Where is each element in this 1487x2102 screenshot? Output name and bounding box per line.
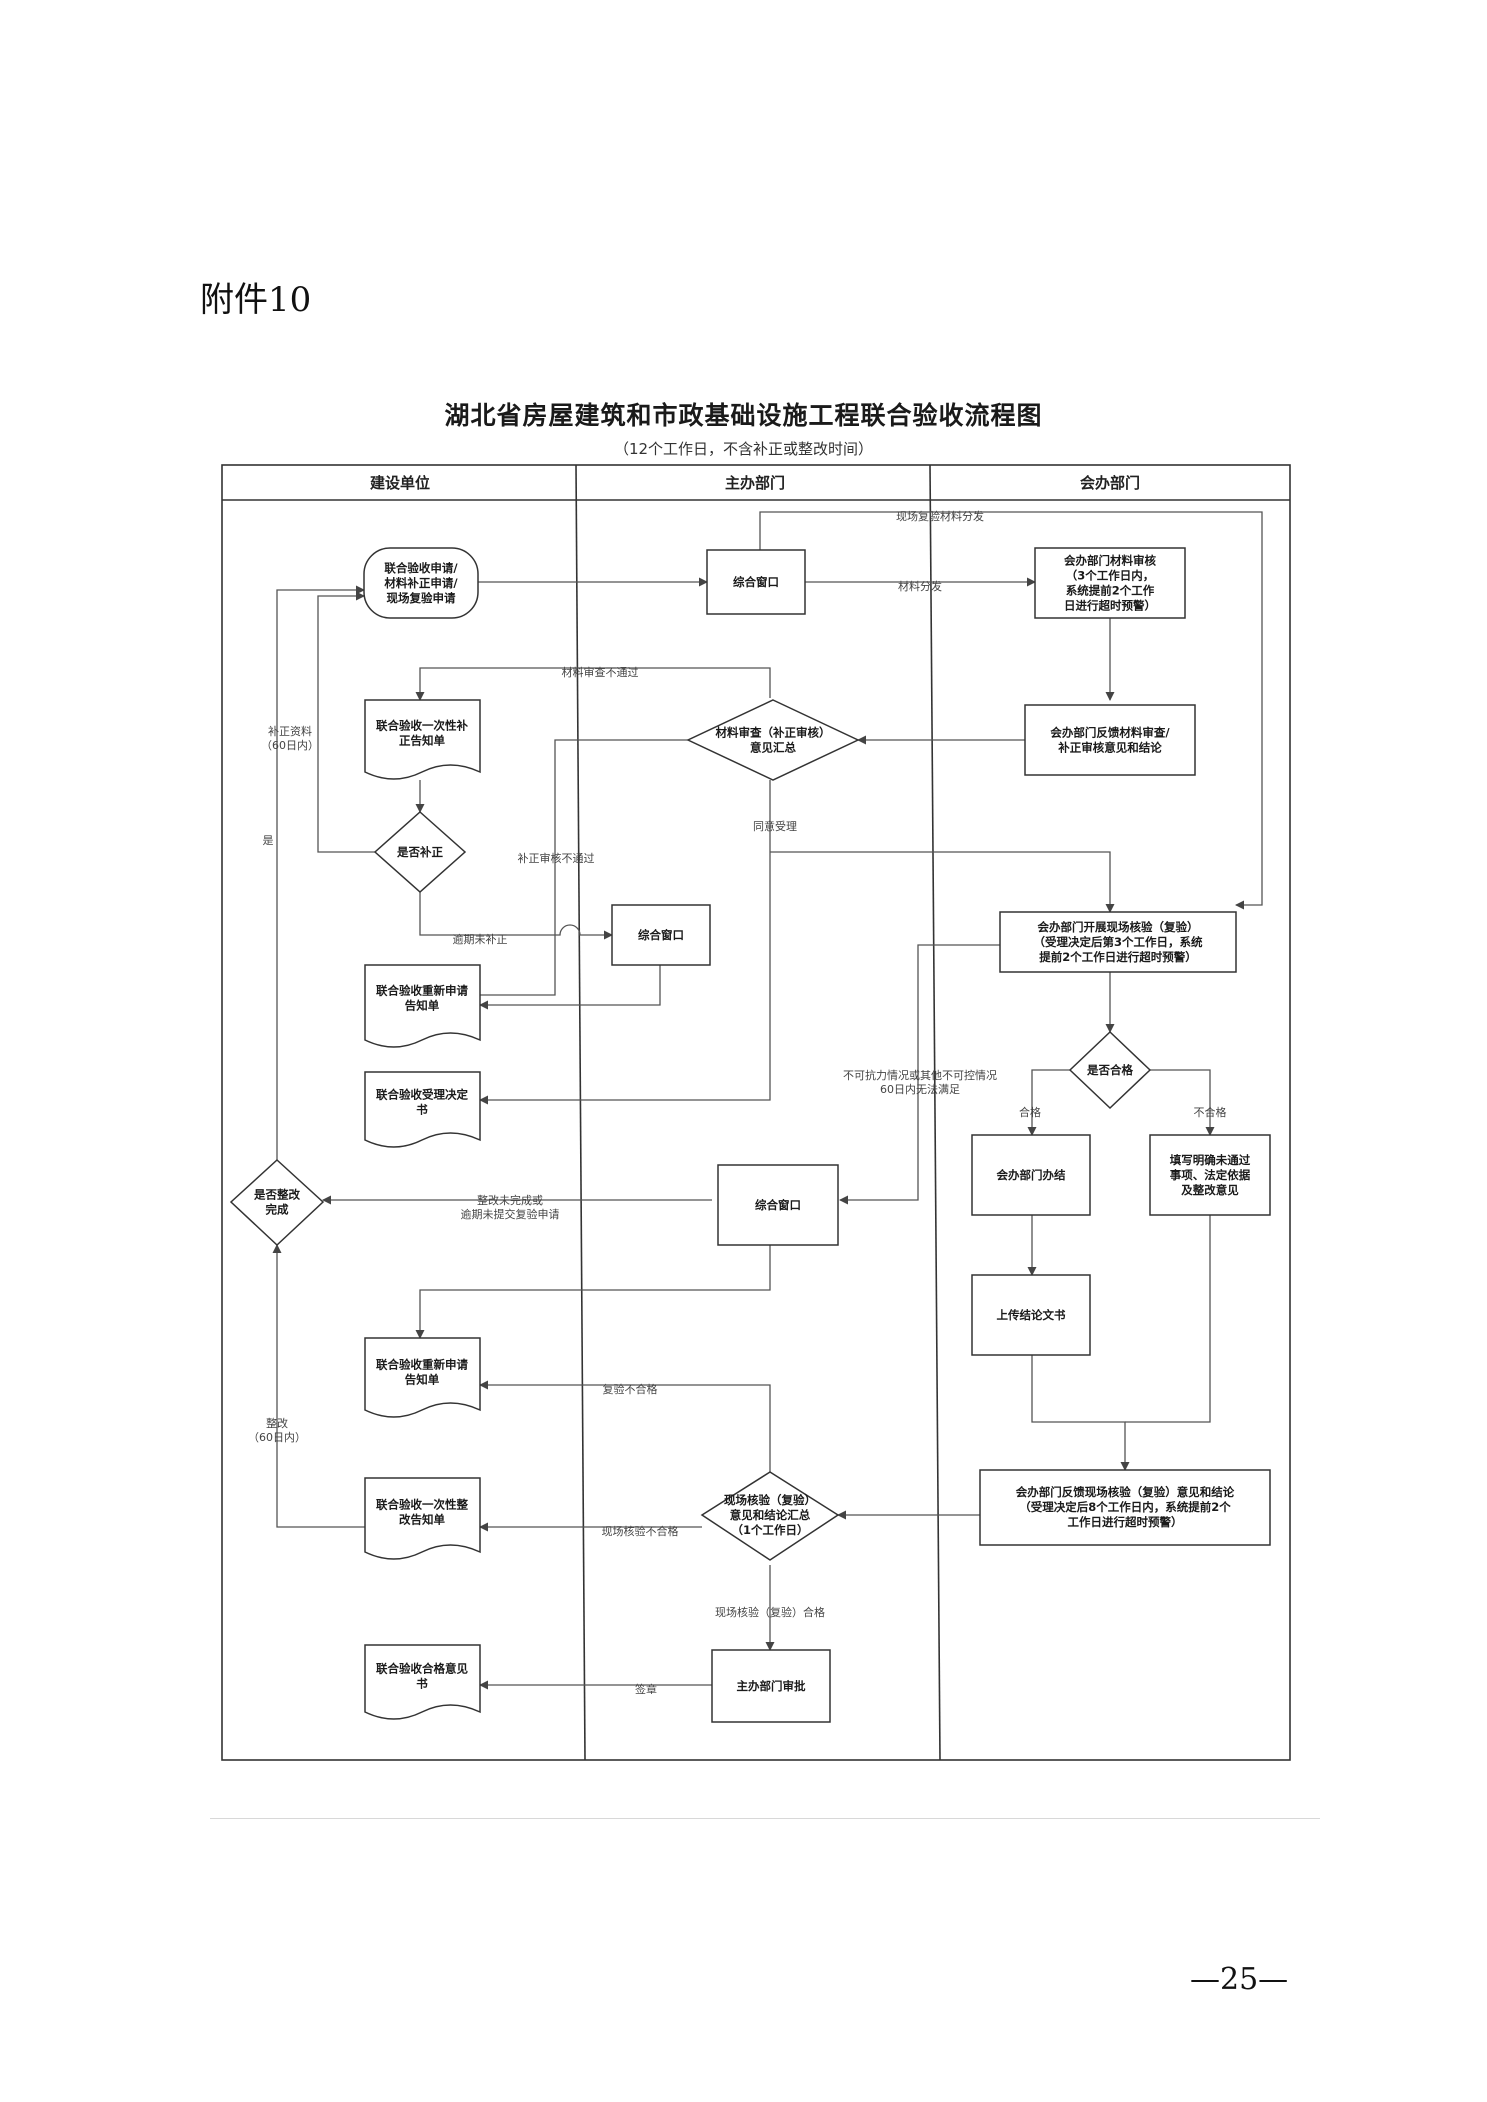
edge-window3-to-reapply — [415, 1245, 771, 1339]
swimlane-frame — [221, 464, 1291, 1761]
edge-label-recheck-fail: 复验不合格 — [603, 1382, 658, 1396]
edge-accept-to-inspection — [770, 851, 1115, 913]
edge-label-unqualified: 不合格 — [1194, 1105, 1227, 1119]
node-window-3 — [717, 1164, 839, 1246]
label-rectify-decision: 是否整改完成 — [253, 1188, 300, 1217]
node-cohost-review — [1034, 547, 1186, 619]
label-upload-docs: 上传结论文书 — [997, 1308, 1066, 1322]
edge-label-site-fail: 现场核验不合格 — [602, 1524, 679, 1538]
edge-qualified — [1027, 1069, 1075, 1136]
edge-rectify-yes — [276, 585, 365, 1160]
node-review-summary — [686, 699, 860, 781]
edge-supplement-review-fail — [480, 739, 688, 996]
edge-label-rectify-incomplete: 整改未完成或逾期未提交复验申请 — [461, 1193, 560, 1221]
lane-header-construction: 建设单位 — [370, 474, 430, 492]
edge-upload-to-feedback — [1031, 1355, 1130, 1471]
node-window-1 — [706, 549, 806, 615]
lane-header-cohost: 会办部门 — [1080, 474, 1140, 492]
node-reapply-notice-2 — [364, 1337, 481, 1418]
node-accept-decision — [364, 1071, 481, 1148]
node-rectify-notice — [364, 1477, 481, 1560]
node-upload-docs — [971, 1274, 1091, 1356]
node-reapply-notice-1 — [364, 964, 481, 1048]
edge-label-qualified: 合格 — [1019, 1105, 1041, 1119]
node-host-approve — [711, 1649, 831, 1723]
diagram-title: 湖北省房屋建筑和市政基础设施工程联合验收流程图 — [444, 401, 1043, 430]
label-pass-opinion: 联合验收合格意见书 — [376, 1662, 468, 1691]
label-supplement-notice: 联合验收一次性补正告知单 — [376, 719, 468, 748]
label-apply: 联合验收申请/材料补正申请/现场复验申请 — [384, 561, 458, 605]
label-site-inspection: 会办部门开展现场核验（复验）（受理决定后第3个工作日，系统提前2个工作日进行超时… — [1034, 920, 1204, 964]
node-fill-reasons — [1149, 1134, 1271, 1216]
node-cohost-site-feedback — [979, 1469, 1271, 1546]
diagram-subtitle: （12个工作日，不含补正或整改时间） — [613, 440, 874, 458]
edge-supplement-loop — [317, 591, 375, 853]
node-cohost-feedback — [1024, 704, 1196, 776]
edge-review-fail — [415, 667, 771, 701]
label-window1: 综合窗口 — [733, 575, 779, 589]
label-review-summary: 材料审查（补正审核）意见汇总 — [716, 726, 831, 755]
edge-label-overdue-no-supplement: 逾期未补正 — [453, 932, 508, 946]
node-pass-opinion — [364, 1644, 481, 1720]
edge-window2-to-reapply — [479, 965, 661, 1010]
edge-label-yes: 是 — [263, 834, 274, 847]
label-cohost-site-feedback: 会办部门反馈现场核验（复验）意见和结论（受理决定后8个工作日内，系统提前2个工作… — [1015, 1485, 1235, 1529]
edge-label-approve-accept: 同意受理 — [753, 819, 797, 833]
edge-label-site-pass: 现场核验（复验）合格 — [715, 1605, 825, 1619]
edge-label-site-recheck-dispatch: 现场复验材料分发 — [896, 509, 984, 523]
attachment-label: 附件10 — [200, 280, 312, 320]
label-host-approve: 主办部门审批 — [737, 1679, 806, 1693]
label-reapply-notice1: 联合验收重新申请告知单 — [376, 984, 468, 1013]
label-cohost-close: 会办部门办结 — [996, 1168, 1066, 1182]
label-cohost-feedback: 会办部门反馈材料审查/补正审核意见和结论 — [1049, 726, 1170, 755]
node-qualified-decision — [1068, 1030, 1152, 1110]
node-window-2 — [611, 904, 711, 966]
label-fill-reasons: 填写明确未通过事项、法定依据及整改意见 — [1170, 1153, 1251, 1197]
edge-rectify-60 — [272, 1244, 365, 1528]
label-qualified-decision: 是否合格 — [1086, 1063, 1133, 1077]
edge-fill-to-feedback — [1125, 1215, 1211, 1423]
edge-label-material-dispatch: 材料分发 — [898, 579, 942, 593]
label-site-summary: 现场核验（复验）意见和结论汇总（1个工作日） — [724, 1493, 816, 1537]
page-number: —25— — [1190, 1962, 1289, 1997]
edge-label-supplement-review-fail: 补正审核不通过 — [518, 851, 595, 865]
node-apply — [363, 547, 479, 619]
node-rectify-decision — [229, 1158, 325, 1247]
label-rectify-notice: 联合验收一次性整改告知单 — [376, 1498, 468, 1527]
edge-force-majeure — [839, 944, 1000, 1205]
node-supplement-notice — [364, 699, 481, 780]
node-supplement-decision — [373, 810, 467, 894]
edge-label-issue: 签章 — [635, 1682, 657, 1696]
node-site-inspection — [999, 911, 1237, 973]
label-reapply-notice2: 联合验收重新申请告知单 — [376, 1358, 468, 1387]
node-cohost-close — [971, 1134, 1091, 1216]
lane-header-host: 主办部门 — [725, 474, 785, 492]
label-supplement-decision: 是否补正 — [396, 845, 443, 859]
edge-unqualified — [1145, 1069, 1215, 1136]
label-accept-decision-doc: 联合验收受理决定书 — [376, 1088, 468, 1117]
edge-label-rectify-60: 整改（60日内） — [248, 1416, 306, 1444]
label-window2: 综合窗口 — [638, 928, 684, 942]
edge-overdue — [419, 892, 613, 940]
label-cohost-review: 会办部门材料审核（3个工作日内，系统提前2个工作日进行超时预警） — [1063, 554, 1156, 613]
edge-approve-accept — [479, 780, 771, 1105]
edge-label-review-fail: 材料审查不通过 — [562, 665, 639, 679]
edge-site-recheck-dispatch — [759, 511, 1263, 910]
edge-recheck-fail — [479, 1380, 771, 1472]
footer-rule — [210, 1818, 1320, 1819]
node-site-summary — [700, 1471, 840, 1561]
edge-label-supplement-materials: 补正资料（60日内） — [261, 724, 319, 752]
label-window3: 综合窗口 — [755, 1198, 801, 1212]
